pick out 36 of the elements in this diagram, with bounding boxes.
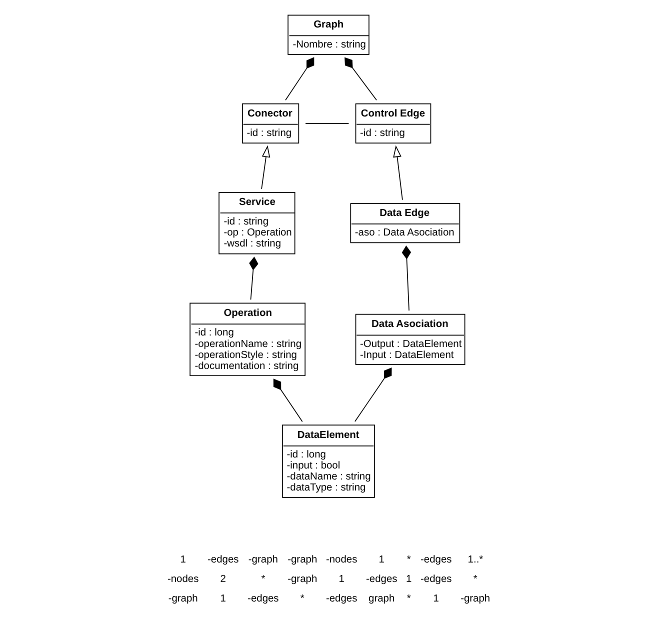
connector: [285, 57, 314, 101]
label: 1: [180, 554, 186, 566]
label: -edges: [420, 554, 452, 566]
label: *: [406, 593, 411, 604]
label: 1: [406, 574, 412, 585]
connector: [249, 256, 258, 300]
label: -edges: [366, 574, 398, 585]
label: 1: [220, 593, 226, 604]
label: -graph: [168, 593, 198, 604]
label: 1: [433, 593, 439, 604]
label: -edges: [208, 554, 239, 566]
label: -graph: [288, 574, 318, 585]
label: *: [473, 574, 478, 585]
arrow: [393, 145, 403, 200]
label: -graph: [248, 554, 278, 566]
label: -edges: [326, 593, 358, 604]
arrow: [261, 145, 270, 190]
connector: [402, 246, 412, 311]
label: 1..*: [468, 554, 484, 566]
label: 2: [220, 574, 226, 585]
label: -edges: [420, 574, 452, 585]
connector: [305, 123, 350, 124]
label: *: [300, 593, 304, 604]
label: -edges: [248, 593, 279, 604]
label: -graph: [288, 554, 318, 566]
label: -nodes: [167, 574, 199, 585]
label: 1: [378, 554, 384, 566]
label: -graph: [460, 593, 490, 604]
label: *: [261, 574, 266, 585]
label: -nodes: [326, 554, 358, 566]
label: 1: [338, 574, 344, 585]
connector: [273, 378, 303, 422]
label: graph: [368, 593, 395, 604]
connector: [354, 368, 392, 422]
label: *: [406, 554, 411, 566]
connector: [344, 57, 377, 101]
